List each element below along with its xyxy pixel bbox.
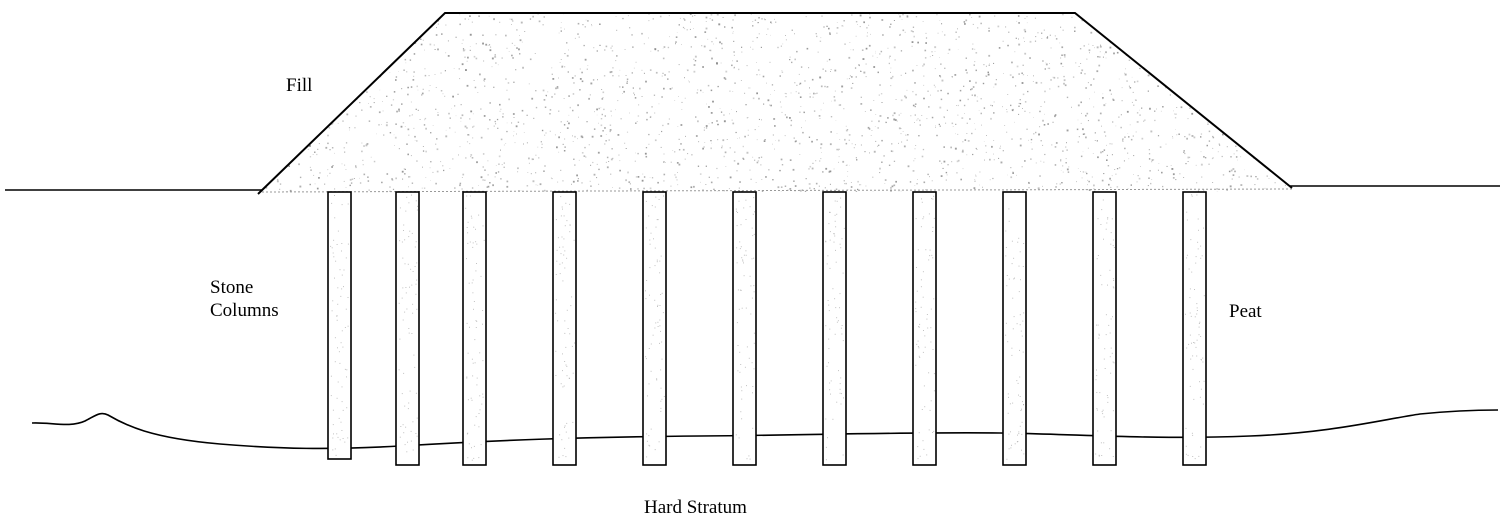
fill-label: Fill <box>286 75 313 96</box>
stone-columns-label-line2: Columns <box>210 300 279 321</box>
peat-label: Peat <box>1229 301 1262 322</box>
stone-column-10 <box>1092 191 1117 466</box>
stone-columns-label: Stone Columns <box>210 276 279 322</box>
fill-embankment <box>260 13 1292 192</box>
hard-stratum-boundary <box>31 409 1499 450</box>
stone-column-11 <box>1182 191 1207 466</box>
stone-column-4 <box>552 191 577 466</box>
stone-column-5 <box>642 191 667 466</box>
stone-columns <box>327 191 1207 466</box>
embankment-outline <box>257 12 1293 195</box>
stone-column-1 <box>327 191 352 460</box>
stone-column-2 <box>395 191 420 466</box>
stone-columns-label-line1: Stone <box>210 277 254 298</box>
stone-column-8 <box>912 191 937 466</box>
stone-column-7 <box>822 191 847 466</box>
hard-stratum-label: Hard Stratum <box>644 497 747 518</box>
stone-column-6 <box>732 191 757 466</box>
stone-column-3 <box>462 191 487 466</box>
stone-column-9 <box>1002 191 1027 466</box>
